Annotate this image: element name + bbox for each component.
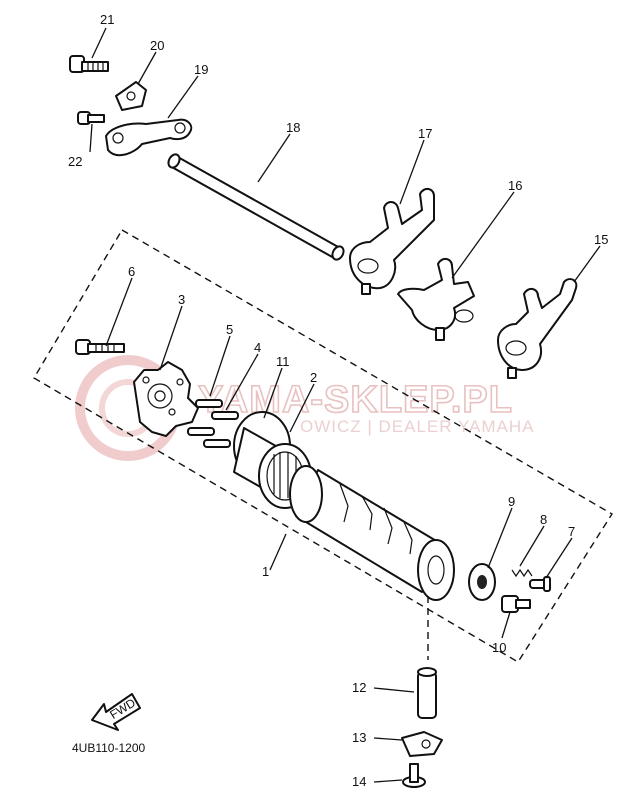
part-22-bolt [77, 111, 105, 125]
callout-labels: 21 20 19 22 18 17 16 15 6 3 5 4 11 2 9 8… [68, 12, 608, 789]
part-5-pins [187, 399, 223, 436]
callout-13: 13 [352, 730, 366, 745]
callout-6: 6 [128, 264, 135, 279]
part-3-segment [133, 361, 199, 437]
diagram-code: 4UB110-1200 [72, 741, 145, 755]
part-20-clip [115, 81, 147, 111]
part-17-shift-fork [349, 188, 435, 295]
part-4-pins [203, 411, 239, 448]
watermark-main-text: YAMA-SKLEP.PL [198, 379, 513, 421]
callout-15: 15 [594, 232, 608, 247]
watermark-sub-text: OWICZ | DEALER YAMAHA [300, 417, 535, 436]
callout-17: 17 [418, 126, 432, 141]
part-14-screw [402, 763, 426, 788]
leader-lines [89, 27, 601, 783]
callout-20: 20 [150, 38, 164, 53]
callout-7: 7 [568, 524, 575, 539]
callout-21: 21 [100, 12, 114, 27]
callout-5: 5 [226, 322, 233, 337]
callout-19: 19 [194, 62, 208, 77]
part-9-washer [468, 563, 496, 601]
callout-3: 3 [178, 292, 185, 307]
callout-8: 8 [540, 512, 547, 527]
part-12-dowel [417, 667, 437, 719]
part-15-shift-fork [497, 278, 578, 379]
callout-22: 22 [68, 154, 82, 169]
callout-16: 16 [508, 178, 522, 193]
part-6-bolt [75, 339, 125, 355]
part-13-plate [401, 731, 443, 757]
fwd-arrow: FWD [91, 693, 141, 731]
callout-4: 4 [254, 340, 261, 355]
part-8-spring [511, 568, 533, 578]
part-18-fork-shaft [167, 153, 345, 261]
part-16-shift-fork [397, 258, 475, 341]
callout-2: 2 [310, 370, 317, 385]
callout-11: 11 [276, 354, 290, 369]
callout-9: 9 [508, 494, 515, 509]
callout-10: 10 [492, 640, 506, 655]
callout-14: 14 [352, 774, 366, 789]
callout-18: 18 [286, 120, 300, 135]
callout-1: 1 [262, 564, 269, 579]
part-19-shift-arm [105, 118, 193, 157]
part-7-pin [529, 576, 551, 592]
part-1-shift-drum [289, 465, 455, 601]
part-21-bolt [69, 55, 109, 73]
part-10-bolt [501, 595, 531, 613]
callout-12: 12 [352, 680, 366, 695]
assembly-outline [33, 229, 613, 663]
watermark: YAMA-SKLEP.PL OWICZ | DEALER YAMAHA [75, 355, 535, 461]
